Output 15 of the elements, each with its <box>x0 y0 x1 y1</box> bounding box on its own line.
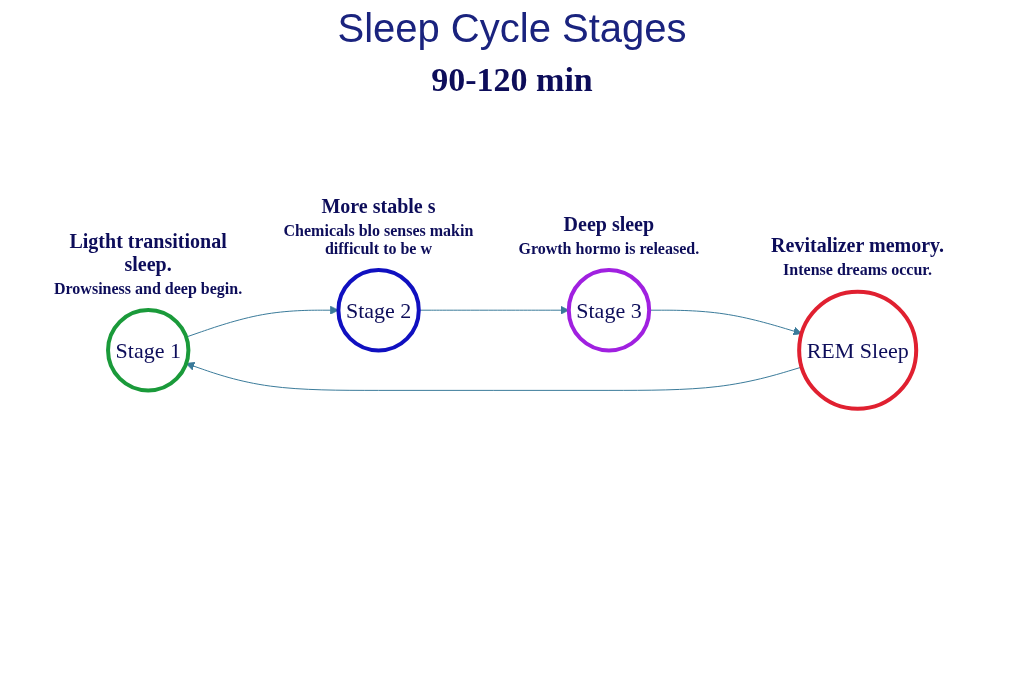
cycle-duration: 90-120 min <box>430 61 594 99</box>
stage-heading: Ligtht transitional sleep. <box>68 229 228 276</box>
stage-description: Drowsiness and deep begin. <box>53 279 244 298</box>
node-circle: Stage 1 <box>105 307 191 393</box>
arrow <box>648 309 802 335</box>
stage-description: Growth hormo is released. <box>517 239 701 258</box>
stage-heading: Deep sleep <box>562 212 656 236</box>
stage-heading: Revitalizer memory. <box>770 234 945 258</box>
node-circle: Stage 3 <box>566 267 652 352</box>
stage-description: Intense dreams occur. <box>782 261 933 280</box>
diagram-title: Sleep Cycle Stages <box>336 6 688 51</box>
stage-heading: More stable s <box>320 194 437 218</box>
node-circle: Stage 2 <box>336 267 421 352</box>
node-circle: REM Sleep <box>797 289 919 411</box>
stage-description: Chemicals blo senses makin difficult to be w <box>282 221 475 258</box>
